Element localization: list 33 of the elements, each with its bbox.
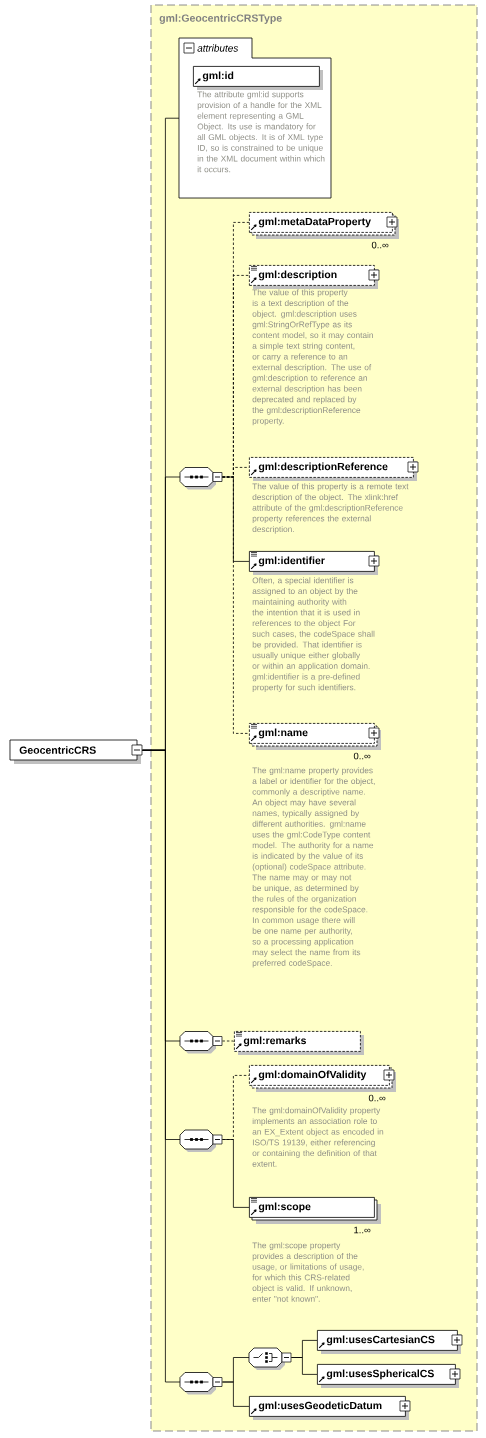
container-title: gml:GeocentricCRSType: [159, 14, 282, 24]
description-text: The gml:scope property provides a description of the usage, or limitations of usage, for which this CRS-related object is valid. If unknown, enter "not known".: [252, 1242, 364, 1302]
multiplicity-label: 1..∞: [354, 1226, 371, 1234]
connector-line: [222, 1381, 250, 1407]
multiplicity-label: 0..∞: [371, 241, 389, 249]
element-box: GeocentricCRS: [9, 739, 141, 764]
description-text: The value of this property is a text description of the object. gml:description uses gml:StringOrRefType as its content model, so it may contain a simple text string content, or carry a reference to an external description. The use of gml:description to reference an external description has been deprecated and replaced by the gml:descriptionReference property.: [252, 289, 373, 426]
element-box: gml:metaDataProperty: [249, 212, 399, 239]
multiplicity-label: 0..∞: [353, 752, 371, 760]
element-box: gml:id: [193, 66, 323, 90]
connector-line: [222, 1040, 235, 1042]
element-box: gml:remarks: [234, 1031, 364, 1055]
element-box: gml:usesCartesianCS: [317, 1330, 461, 1354]
connector-line: [222, 1139, 250, 1208]
connector-line: [291, 1357, 318, 1375]
element-box: gml:scope: [249, 1197, 381, 1224]
connector-line: [222, 476, 250, 734]
description-text: The gml:domainOfValidity property implements an association role to an EX_Extent object as encoded in ISO/TS 19139, either referencing or containing the definition of that extent.: [252, 1107, 384, 1167]
element-box: gml:name: [249, 723, 381, 750]
connector-line: [222, 476, 250, 562]
description-text: The value of this property is a remote text description of the object. The xlink:href attribute of the gml:descriptionReference property references the external description.: [252, 483, 409, 534]
description-text: The attribute gml:id supports provision of a handle for the XML element representing a GML Object. Its use is mandatory for all GML objects. It is of XML type ID, so is constrained to be unique in the XML document within which it occurs.: [197, 91, 325, 173]
element-box: gml:descriptionReference: [249, 457, 417, 481]
element-box: gml:description: [249, 265, 378, 289]
multiplicity-label: 0..∞: [368, 1094, 386, 1102]
description-text: Often, a special identifier is assigned to an object by the maintaining authority with the intention that it is used in references to the object For such cases, the codeSpace shall be provided. That identifier is usually unique either globally or within an application domain. gml:identifier is a pre-defined property for such identifiers.: [252, 577, 375, 692]
group-heading: attributes: [197, 44, 239, 52]
element-box: gml:usesSphericalCS: [317, 1364, 459, 1388]
element-box: gml:domainOfValidity: [249, 1065, 396, 1092]
connector-line: [142, 749, 181, 1383]
description-text: The gml:name property provides a label or identifier for the object, commonly a descriptive name. An object may have several names, typically assigned by different authorities. gml:name uses the gml:CodeType content model. The authority for a name is indicated by the value of its (optional) codeSpace attribute. The name may or may not be unique, as determined by the rules of the organization responsible for the codeSpace. In common usage there will be one name per authority, so a processing application may select the name from its preferred codeSpace.: [252, 767, 375, 968]
element-box: gml:usesGeodeticDatum: [249, 1396, 409, 1420]
element-box: gml:identifier: [249, 551, 378, 575]
